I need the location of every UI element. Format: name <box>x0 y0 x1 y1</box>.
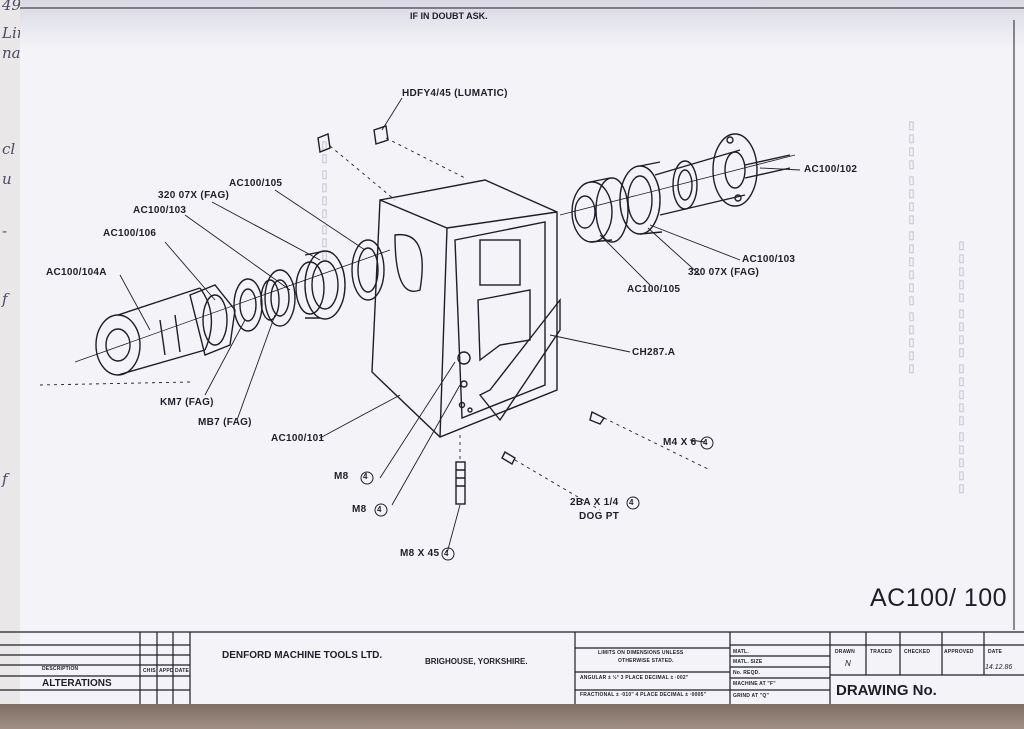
screw-2ba <box>501 451 516 465</box>
ring-ac100-105-left <box>351 239 385 301</box>
spindle-ac100-102 <box>654 133 791 216</box>
margin-handwriting: f <box>2 290 8 308</box>
col-head-date: DATE <box>175 668 190 674</box>
callout-ac100-106: AC100/106 <box>103 228 157 239</box>
callout-ac100-104a: AC100/104A <box>46 267 107 278</box>
callout-ac100-105-left: AC100/105 <box>229 178 283 189</box>
col-head-appd: APPD <box>159 668 174 674</box>
limits-line: LIMITS ON DIMENSIONS UNLESS <box>598 650 684 656</box>
callout-dog-pt: DOG PT <box>579 511 620 522</box>
qty-m8x45: 4 <box>444 549 449 558</box>
matl-field: GRIND AT "Q" <box>733 693 770 699</box>
margin-handwriting: na <box>2 44 21 62</box>
col-head-chis: CHIS <box>143 668 156 674</box>
matl-field: MATL. <box>733 649 749 655</box>
sign-head-checked: CHECKED <box>904 649 931 655</box>
callout-ac100-101: AC100/101 <box>271 433 325 444</box>
limits-line: FRACTIONAL ± ·010" 4 PLACE DECIMAL ± ·00… <box>580 692 707 698</box>
callout-m8-b: M8 <box>352 504 367 515</box>
description-label: DESCRIPTION <box>42 666 79 672</box>
callout-320-07x-left: 320 07X (FAG) <box>158 190 230 201</box>
drawn-initial: N <box>845 659 851 668</box>
company-name: DENFORD MACHINE TOOLS LTD. <box>222 650 383 661</box>
callout-km7: KM7 (FAG) <box>160 397 214 408</box>
matl-field: MATL. SIZE <box>733 659 763 665</box>
screw-m4x6 <box>589 410 606 425</box>
callout-m8-a: M8 <box>334 471 349 482</box>
margin-handwriting: u <box>2 170 12 188</box>
ring-ac100-105-right <box>571 177 629 243</box>
qty-m4x6: 4 <box>703 438 708 447</box>
callout-320-07x-right: 320 07X (FAG) <box>688 267 760 278</box>
washer-mb7 <box>260 269 296 327</box>
limits-line: OTHERWISE STATED. <box>618 658 674 664</box>
callout-2ba: 2BA X 1/4 <box>570 497 619 508</box>
qty-m8-b: 4 <box>377 505 382 514</box>
matl-field: MACHINE AT "F" <box>733 681 776 687</box>
margin-handwriting: f <box>2 470 8 488</box>
drawing-sheet <box>20 0 1024 704</box>
callout-ac100-103-left: AC100/103 <box>133 205 187 216</box>
locknut-km7 <box>233 278 263 332</box>
alterations-label: ALTERATIONS <box>42 678 112 689</box>
screw-m8x45 <box>455 461 466 505</box>
collar-ac100-106 <box>189 284 236 356</box>
drawing-id: AC100/ 100 <box>870 584 1008 612</box>
circled-quantity-markers <box>360 436 714 561</box>
housing-ac100-101 <box>371 179 561 438</box>
desk-surface <box>0 704 1024 729</box>
callout-mb7: MB7 (FAG) <box>198 417 252 428</box>
margin-handwriting: - <box>2 222 8 240</box>
matl-field: No. REQD. <box>733 670 761 676</box>
shaft-ac100-104a <box>95 287 213 376</box>
callout-ac100-105-right: AC100/105 <box>627 284 681 295</box>
callout-hdfy4-45: HDFY4/45 (LUMATIC) <box>402 88 508 99</box>
limits-line: ANGULAR ± ½° 3 PLACE DECIMAL ± ·002" <box>580 675 689 681</box>
callout-ac100-102: AC100/102 <box>804 164 858 175</box>
bearing-320-07x-left <box>295 250 346 320</box>
callout-ac100-103-right: AC100/103 <box>742 254 796 265</box>
sign-head-date: DATE <box>988 649 1003 655</box>
margin-handwriting: cl <box>2 140 16 158</box>
lubricator-hdfy4-45 <box>317 125 389 153</box>
margin-handwriting: 49 <box>2 0 22 14</box>
callout-ch287a: CH287.A <box>632 347 676 358</box>
callout-m8x45: M8 X 45 <box>400 548 440 559</box>
sign-head-drawn: DRAWN <box>835 649 855 655</box>
sign-head-approved: APPROVED <box>944 649 974 655</box>
company-location: BRIGHOUSE, YORKSHIRE. <box>425 657 528 666</box>
header-note: IF IN DOUBT ASK. <box>410 11 488 21</box>
callout-m4x6: M4 X 6 <box>663 437 697 448</box>
qty-2ba: 4 <box>629 498 634 507</box>
qty-m8-a: 4 <box>363 472 368 481</box>
sign-head-traced: TRACED <box>870 649 893 655</box>
drawing-no-label: DRAWING No. <box>836 682 937 699</box>
date-value: 14.12.86 <box>985 664 1013 671</box>
bearing-320-07x-right <box>619 161 663 235</box>
